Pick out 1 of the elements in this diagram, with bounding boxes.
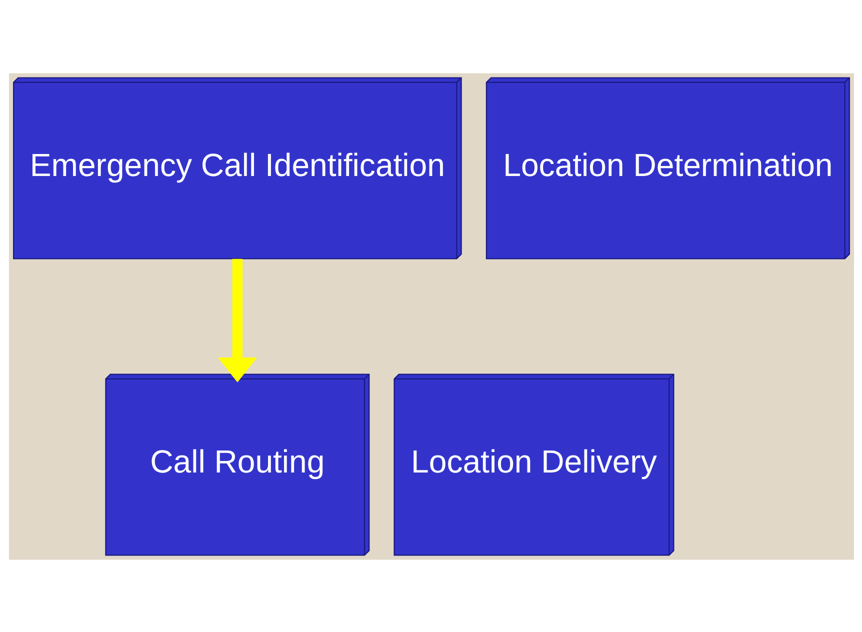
arrow (217, 258, 257, 382)
